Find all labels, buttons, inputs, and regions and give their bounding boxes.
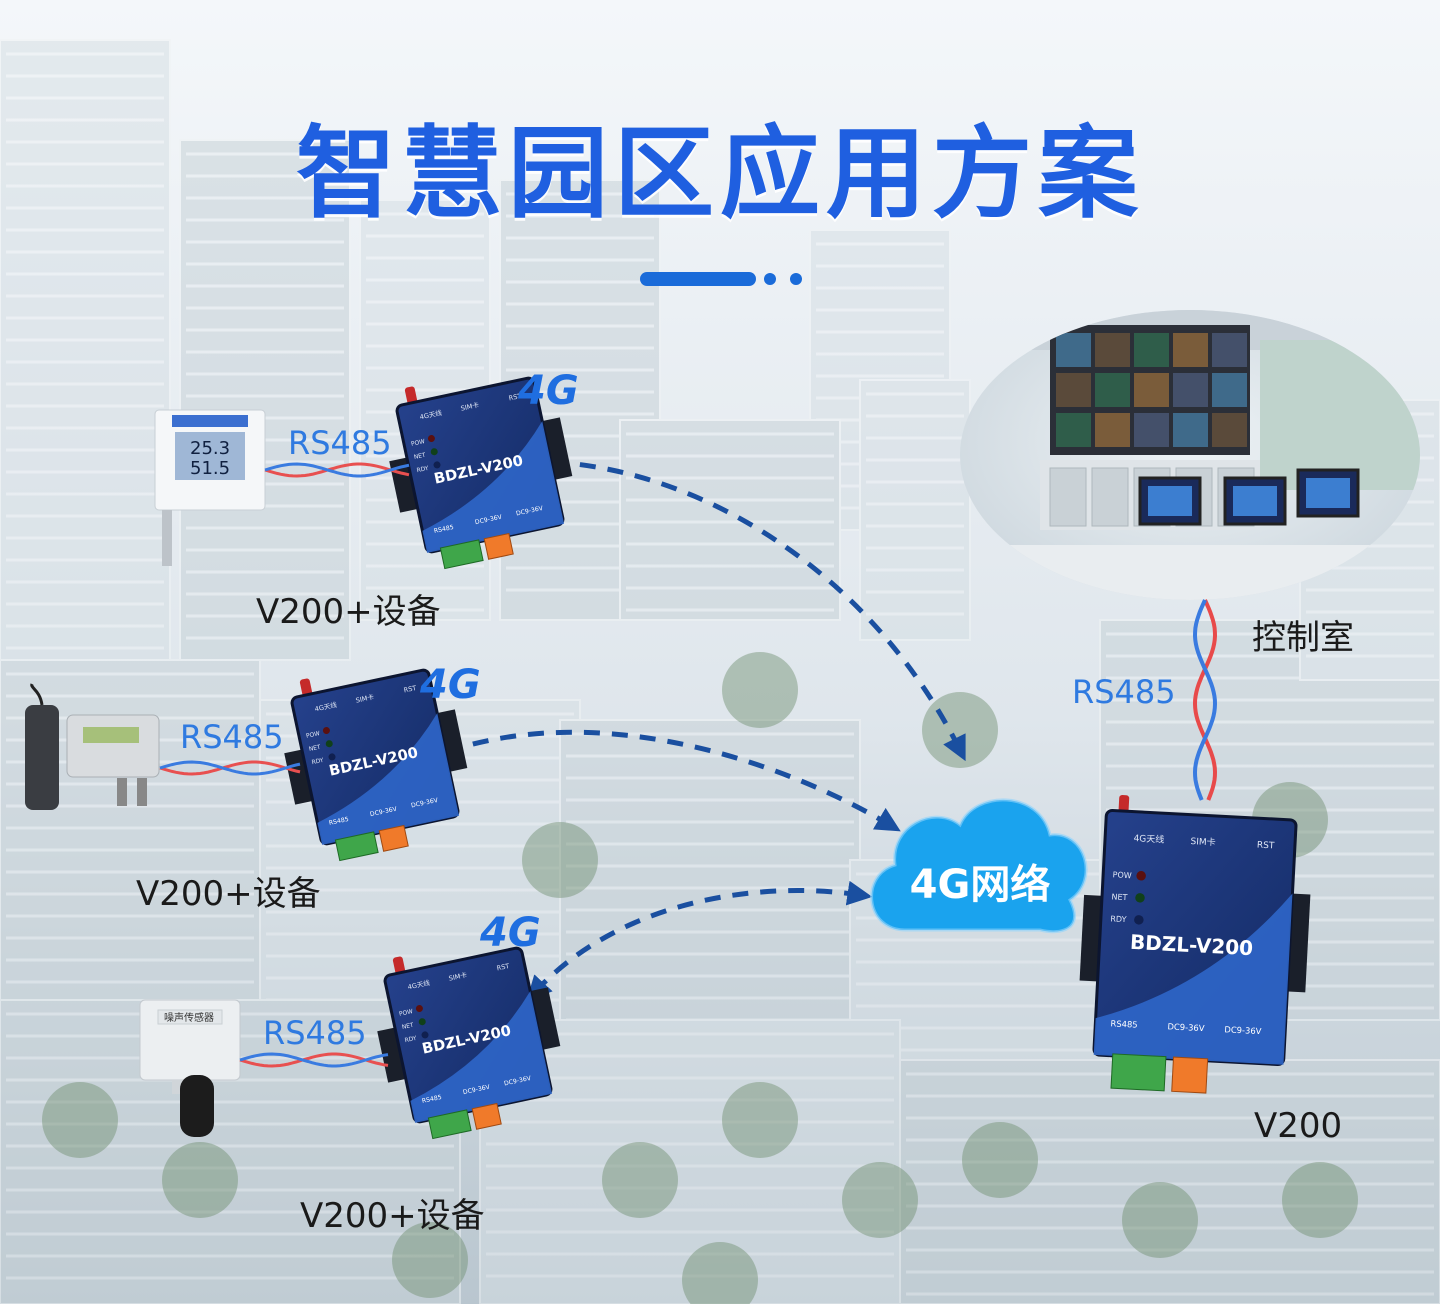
svg-text:RST: RST: [403, 684, 418, 695]
node2-label: V200+设备: [136, 874, 321, 914]
control-room-rs485-cable: [1192, 599, 1218, 801]
svg-text:RS485: RS485: [433, 524, 454, 535]
terminal-block-green: [334, 831, 379, 862]
noise-sensor: 噪声传感器: [139, 999, 241, 1137]
terminal-block-orange: [1171, 1056, 1209, 1094]
svg-text:RST: RST: [508, 392, 523, 403]
rs485-label-node1: RS485: [288, 424, 392, 462]
svg-text:DC9-36V: DC9-36V: [1224, 1024, 1262, 1036]
svg-text:RDY: RDY: [416, 466, 429, 474]
gateway-label: V200: [1254, 1106, 1343, 1146]
svg-text:SIM卡: SIM卡: [448, 970, 468, 983]
svg-text:NET: NET: [308, 745, 321, 753]
svg-text:SIM卡: SIM卡: [460, 400, 480, 413]
svg-text:RDY: RDY: [404, 1036, 417, 1044]
svg-text:NET: NET: [401, 1023, 414, 1031]
terminal-block-orange: [378, 824, 409, 852]
svg-text:RS485: RS485: [328, 816, 349, 827]
terminal-block-orange: [471, 1102, 502, 1130]
svg-text:RS485: RS485: [1110, 1018, 1138, 1029]
node1-label: V200+设备: [256, 592, 441, 632]
svg-text:NET: NET: [413, 453, 426, 461]
link-node3-network: [526, 880, 873, 1002]
svg-text:RDY: RDY: [311, 758, 324, 766]
rs485-wire-red-2: [159, 760, 301, 776]
temperature-humidity-sensor: 25.3 51.5: [154, 409, 266, 566]
device-node3: BDZL-V2004G天线SIM卡RSTPOWNETRDYRS485DC9-36…: [377, 946, 561, 1140]
svg-text:RST: RST: [496, 962, 511, 973]
svg-text:RS485: RS485: [421, 1094, 442, 1105]
svg-text:DC9-36V: DC9-36V: [1167, 1021, 1205, 1033]
terminal-block-green: [1110, 1053, 1167, 1092]
terminal-block-green: [427, 1109, 472, 1140]
control-room-label: 控制室: [1252, 618, 1354, 658]
network-cloud: [870, 798, 1088, 934]
svg-text:RST: RST: [1257, 841, 1275, 852]
svg-text:SIM卡: SIM卡: [1190, 835, 1216, 848]
device-node1: BDZL-V2004G天线SIM卡RSTPOWNETRDYRS485DC9-36…: [389, 376, 573, 570]
page-title: 智慧园区应用方案: [296, 115, 1144, 232]
svg-text:POW: POW: [411, 439, 426, 448]
svg-text:POW: POW: [399, 1009, 414, 1018]
svg-text:RDY: RDY: [1110, 914, 1127, 924]
signal-4g-node1: 4G: [518, 368, 579, 414]
rs485-wire-blue-1: [264, 462, 410, 478]
link-node1-network: [539, 450, 966, 762]
noise-sensor-label: 噪声传感器: [164, 1011, 214, 1024]
link-node2-network: [434, 729, 901, 832]
signal-4g-node3: 4G: [480, 910, 541, 956]
sensor-temp-reading: 25.3: [190, 438, 230, 459]
svg-text:SIM卡: SIM卡: [355, 692, 375, 705]
svg-text:NET: NET: [1111, 892, 1127, 902]
control-room-image: [960, 310, 1420, 600]
svg-text:POW: POW: [306, 731, 321, 740]
network-label: 4G网络: [909, 862, 1051, 908]
rs485-label-node3: RS485: [263, 1014, 367, 1052]
terminal-block-orange: [483, 532, 514, 560]
water-quality-sensor: [25, 683, 160, 810]
node3-label: V200+设备: [300, 1196, 485, 1236]
rs485-wire-blue-3: [239, 1052, 389, 1068]
svg-text:4G天线: 4G天线: [1133, 832, 1164, 846]
terminal-block-green: [439, 539, 484, 570]
sensor-hum-reading: 51.5: [190, 458, 230, 479]
rs485-wire-blue-2: [159, 760, 301, 776]
svg-text:POW: POW: [1112, 870, 1132, 880]
rs485-label-node2: RS485: [180, 718, 284, 756]
device-node2: BDZL-V2004G天线SIM卡RSTPOWNETRDYRS485DC9-36…: [284, 668, 468, 862]
signal-4g-node2: 4G: [420, 662, 481, 708]
rs485-wire-red-1: [264, 462, 410, 478]
rs485-label-control-room: RS485: [1072, 673, 1176, 711]
